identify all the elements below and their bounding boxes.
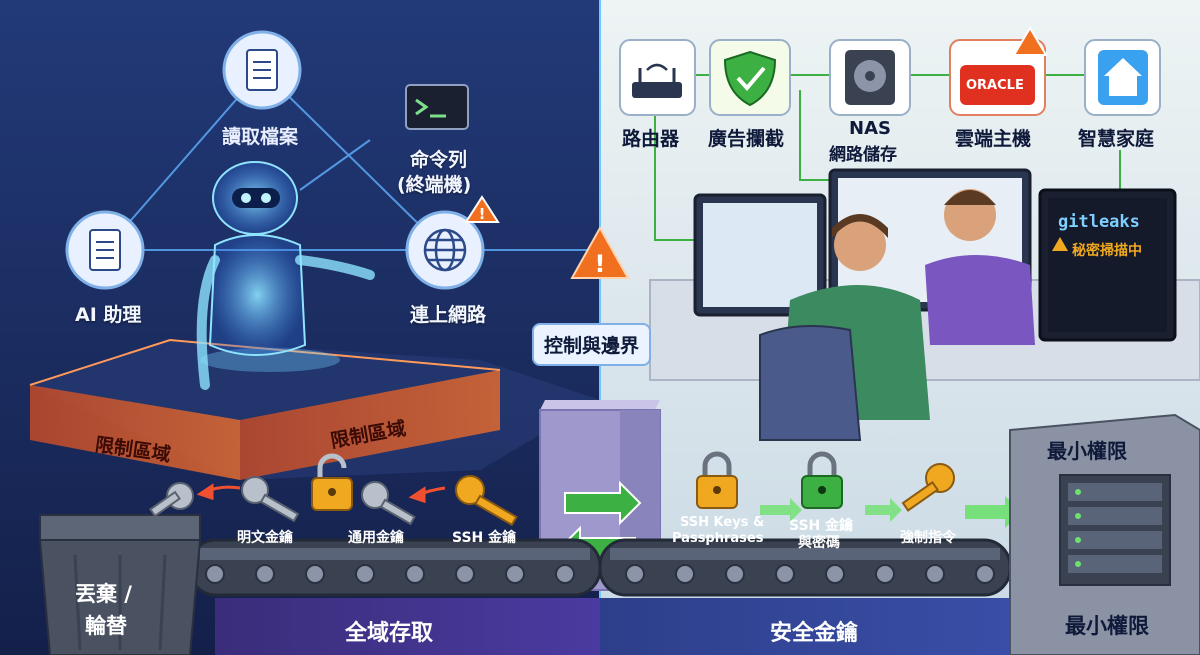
flow-arrows-right — [760, 496, 1022, 528]
monitor-left — [693, 193, 827, 317]
globe-icon — [423, 228, 467, 272]
router-icon — [632, 63, 682, 98]
cloud-server-icon — [960, 65, 1035, 105]
device-network-lines — [654, 74, 1121, 241]
cloud-card — [949, 26, 1048, 116]
conveyor-left — [188, 538, 602, 597]
flow-arrows-left — [196, 483, 446, 504]
nas-label: NAS — [849, 118, 891, 139]
adblock-card — [709, 39, 791, 116]
server-rack-icon — [1009, 413, 1200, 655]
shield-icon — [723, 50, 777, 107]
person-right — [925, 189, 1035, 345]
global-access-label: 全域存取 — [345, 621, 434, 646]
key-icon — [149, 482, 194, 518]
command-line-label: 命令列 — [410, 149, 468, 171]
nas-sub-label: 網路儲存 — [829, 145, 897, 165]
key-icon — [455, 475, 518, 527]
ai-assistant-node — [65, 210, 145, 290]
router-label: 路由器 — [622, 128, 680, 150]
smarthome-card — [1084, 39, 1161, 116]
chair — [759, 325, 862, 441]
cloud-label: 雲端主機 — [955, 128, 1032, 150]
forced-command-label: 強制指令 — [900, 530, 956, 546]
ssh-pass-sub-label: 與密碼 — [798, 535, 840, 551]
key-label-ssh: SSH 金鑰 — [452, 530, 517, 546]
bottom-band-left — [215, 598, 600, 655]
least-privilege-top-label: 最小權限 — [1047, 439, 1127, 463]
passphrases-label: Passphrases — [672, 531, 764, 546]
ai-assistant-label: AI 助理 — [75, 304, 142, 326]
warning-icon: ! — [570, 225, 630, 279]
trash-label-discard: 丟棄 / — [75, 582, 132, 606]
ssh-keys-label: SSH Keys & — [680, 515, 765, 530]
svg-text:!: ! — [479, 205, 486, 223]
conveyor-right — [598, 538, 1012, 597]
read-files-label: 讀取檔案 — [222, 126, 299, 148]
router-card — [619, 39, 696, 116]
bottom-band-right — [600, 598, 1020, 655]
padlock-icon — [801, 451, 843, 509]
ssh-pass-label: SSH 金鑰 — [789, 518, 854, 534]
read-files-node — [222, 30, 302, 110]
key-label-plaintext: 明文金鑰 — [237, 530, 293, 546]
oracle-logo-text: ORACLE — [966, 78, 1024, 93]
adblock-label: 廣告攔截 — [708, 128, 785, 150]
warning-icon — [1012, 26, 1048, 56]
control-boundary-label: 控制與邊界 — [532, 323, 652, 366]
internet-label: 連上網路 — [410, 304, 487, 326]
secure-keys-label: 安全金鑰 — [770, 621, 859, 646]
key-icon — [241, 476, 300, 523]
robot-icon — [196, 161, 375, 390]
padlock-icon — [311, 453, 353, 511]
restricted-zone-platform — [29, 338, 600, 480]
monitor-right — [1038, 188, 1177, 342]
nas-card — [829, 39, 911, 116]
smarthome-label: 智慧家庭 — [1078, 128, 1155, 150]
office-scene — [649, 168, 1200, 441]
padlock-icon — [696, 451, 738, 509]
warning-icon — [1052, 237, 1068, 251]
svg-text:!: ! — [595, 250, 606, 278]
key-label-universal: 通用金鑰 — [348, 530, 404, 546]
trash-label-rotate: 輪替 — [85, 614, 127, 638]
command-line-sub-label: (終端機) — [397, 174, 472, 196]
trash-icon — [38, 514, 202, 655]
smart-home-icon — [1098, 50, 1148, 105]
monitor-scan-label: 秘密掃描中 — [1072, 243, 1142, 259]
terminal-icon — [405, 84, 469, 130]
key-icon — [361, 481, 416, 526]
key-icon — [901, 463, 955, 512]
monitor-brand-label: gitleaks — [1058, 212, 1140, 232]
warning-icon: ! — [464, 195, 500, 223]
hard-drive-icon — [845, 50, 895, 105]
least-privilege-bottom-label: 最小權限 — [1065, 614, 1149, 638]
internet-node — [405, 210, 485, 290]
